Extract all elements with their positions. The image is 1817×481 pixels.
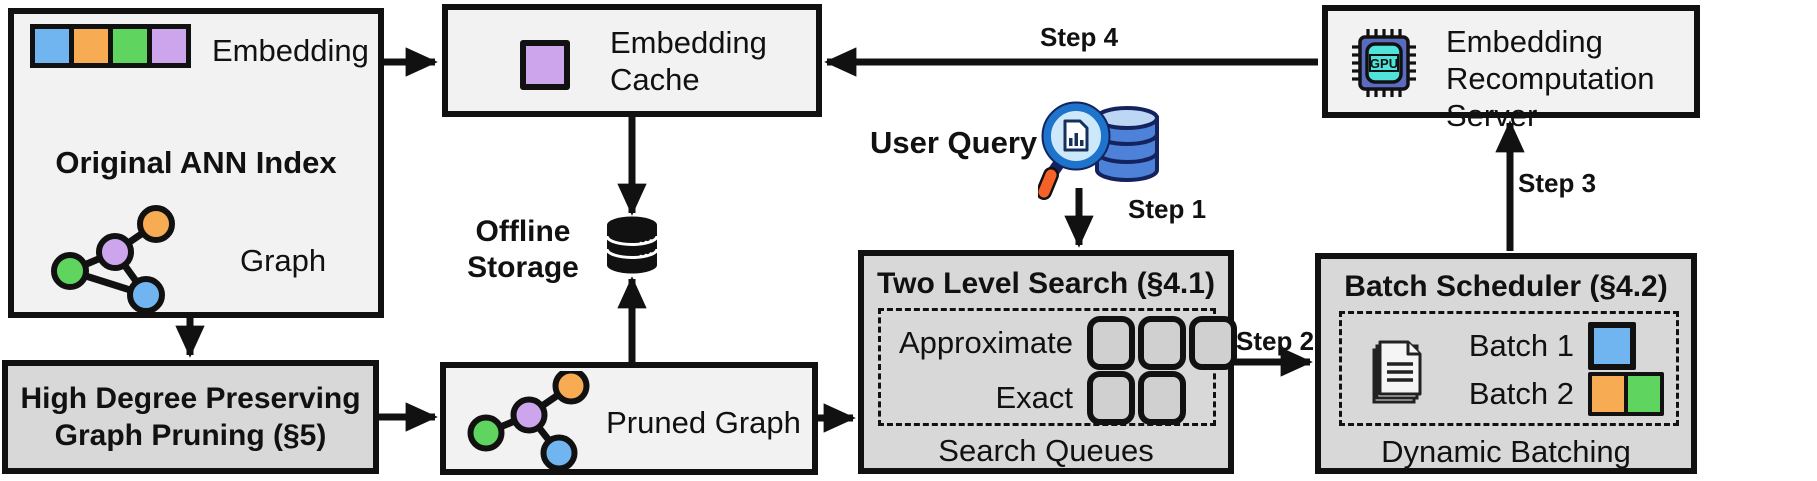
original-ann-index-box: Embedding Original ANN Index Graph (8, 8, 384, 318)
approximate-queue-icons (1087, 316, 1237, 370)
queue-slot (1138, 371, 1186, 425)
embedding-cache-title-line1: Embedding (610, 25, 767, 60)
graph-label: Graph (240, 243, 327, 278)
embedding-cache-title-line2: Cache (610, 62, 700, 98)
batch1-label: Batch 1 (1468, 328, 1574, 363)
embedding-cell-blue (35, 29, 69, 63)
queue-slot (1087, 316, 1135, 370)
query-documents-icon (1372, 340, 1422, 404)
dynamic-batching-label: Dynamic Batching (1381, 434, 1631, 469)
step3-label: Step 3 (1518, 168, 1597, 198)
embedding-cell-orange (74, 29, 108, 63)
step2-label: Step 2 (1236, 326, 1315, 356)
offline-storage-line2: Storage (467, 251, 579, 284)
search-queues-label: Search Queues (938, 433, 1154, 468)
graph-pruning-title-line1: High Degree Preserving (20, 381, 361, 415)
recomputation-server-box: GPU Embedding Recomputation Server (1322, 5, 1700, 133)
exact-queue-icons (1087, 371, 1186, 425)
offline-storage-line1: Offline (475, 215, 571, 248)
original-ann-index-title: Original ANN Index (55, 145, 337, 180)
user-query-icon (1038, 101, 1159, 200)
gpu-label: GPU (1370, 56, 1398, 71)
batch2-label: Batch 2 (1468, 376, 1574, 411)
pruned-graph-label: Pruned Graph (606, 405, 801, 440)
gpu-chip-icon: GPU (1352, 29, 1416, 97)
graph-pruning-box: High Degree Preserving Graph Pruning (§5… (2, 360, 379, 474)
exact-label: Exact (995, 380, 1073, 415)
search-queues-region: Approximate Exact (878, 308, 1237, 426)
batch1-query-icon (1588, 322, 1636, 370)
embedding-vector-icon (30, 24, 191, 68)
batch2-query-green (1628, 376, 1660, 412)
ann-graph-icon (51, 205, 175, 314)
dynamic-batching-region: Batch 1 Batch 2 (1339, 311, 1679, 426)
database-icon (605, 216, 659, 274)
pruned-graph-box: Pruned Graph (440, 362, 818, 475)
server-title-line1: Embedding (1446, 24, 1603, 59)
approximate-label: Approximate (898, 325, 1073, 360)
embedding-cache-box: Embedding Cache (442, 4, 822, 117)
embedding-cell-green (113, 29, 147, 63)
batch2-query-orange (1592, 376, 1624, 412)
step4-label: Step 4 (1040, 22, 1119, 52)
batch-scheduler-title: Batch Scheduler (§4.2) (1344, 270, 1668, 303)
batch2-query-icons (1588, 372, 1664, 416)
server-title-line3: Server (1446, 98, 1538, 134)
batch-scheduler-box: Batch Scheduler (§4.2) Batch 1 Batch 2 (1315, 253, 1697, 474)
graph-pruning-title-line2: Graph Pruning (§5) (54, 419, 327, 452)
embedding-label: Embedding (212, 33, 369, 68)
user-query-label: User Query (870, 125, 1038, 160)
offline-storage-label: Offline Storage (452, 214, 594, 286)
server-title-line2: Recomputation (1446, 61, 1655, 97)
cached-embedding-icon (520, 40, 570, 90)
queue-slot (1087, 371, 1135, 425)
queue-slot (1138, 316, 1186, 370)
queue-slot (1189, 316, 1237, 370)
pruned-graph-icon (467, 371, 590, 471)
embedding-cell-purple (152, 29, 186, 63)
two-level-search-box: Two Level Search (§4.1) Approximate Exac… (858, 250, 1237, 474)
step1-label: Step 1 (1128, 194, 1207, 224)
two-level-search-title: Two Level Search (§4.1) (877, 267, 1215, 300)
